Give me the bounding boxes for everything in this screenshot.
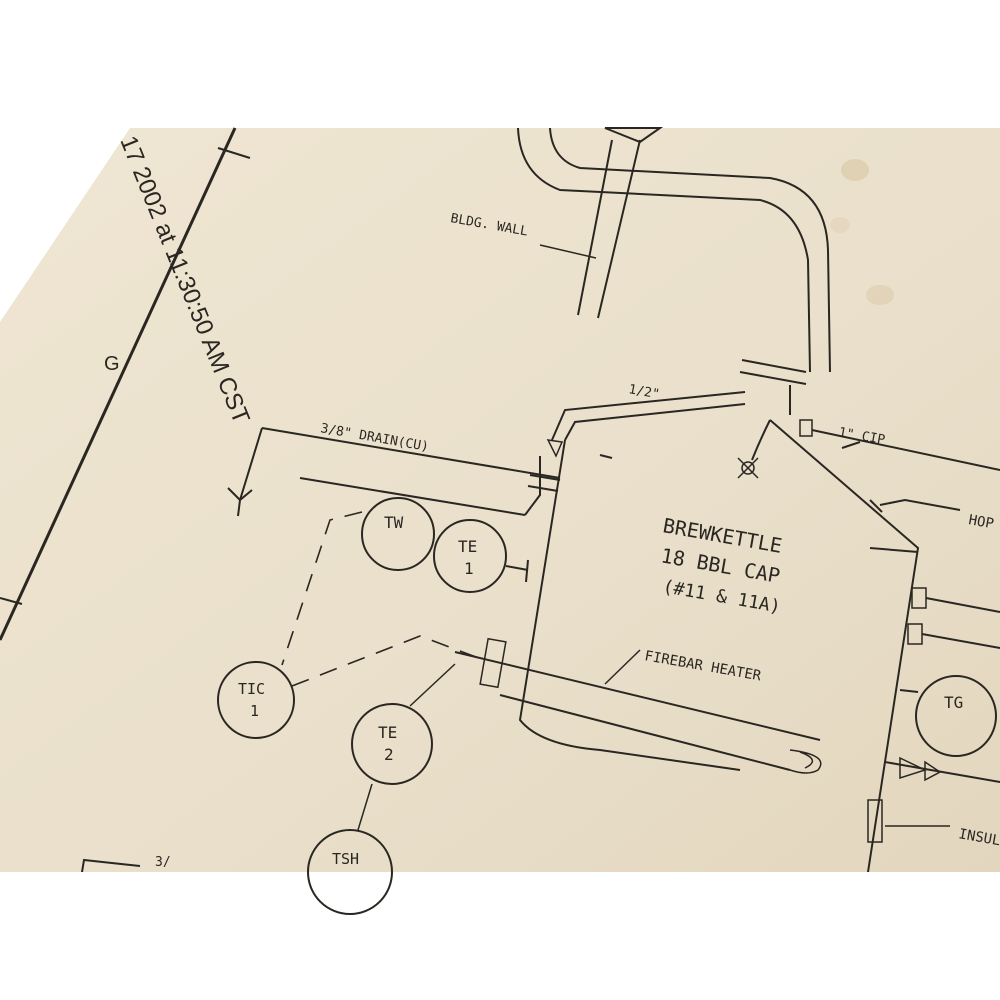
border-tick — [0, 597, 23, 605]
partial-box — [81, 858, 141, 873]
te2-leader — [409, 663, 456, 707]
valve-line — [884, 761, 1000, 783]
vent-symbol — [741, 461, 755, 475]
heater-coil — [789, 749, 822, 774]
border-line — [0, 127, 237, 641]
cip-pipe — [811, 429, 1000, 471]
zone-letter: G — [104, 353, 120, 375]
pipe-top-outer — [517, 127, 811, 373]
valve-pair — [899, 756, 942, 782]
side-pipe — [925, 597, 1000, 613]
drain-flange — [527, 485, 559, 492]
te2-tsh-leader — [357, 783, 373, 831]
flange — [741, 359, 807, 373]
kettle-rim — [869, 547, 919, 553]
te1-connector — [505, 565, 529, 571]
border-tick — [217, 147, 251, 159]
wall-pipe — [577, 139, 641, 319]
insul-fitting — [867, 799, 883, 843]
hop-line — [869, 498, 961, 513]
instrument-te1: TE 1 — [433, 519, 507, 593]
hopper-shape — [604, 127, 664, 144]
signal-line-tw-tic — [281, 511, 363, 666]
signal-line-tic-heater — [291, 635, 485, 687]
heater-flange — [479, 637, 507, 689]
vent-cross — [737, 457, 759, 479]
instrument-tag: TE — [458, 537, 477, 556]
instrument-tg: TG — [915, 675, 997, 757]
instrument-tsh: TSH — [307, 829, 393, 915]
instrument-tag: TW — [384, 513, 404, 532]
instrument-tag: TG — [944, 693, 963, 712]
instrument-tic1: TIC 1 — [217, 661, 295, 739]
flange — [739, 371, 807, 385]
instrument-tw: TW — [361, 497, 435, 571]
instrument-te2: TE 2 — [351, 703, 433, 785]
te1-connector — [525, 559, 529, 583]
firebar-heater — [454, 651, 821, 771]
instrument-num: 1 — [464, 559, 474, 578]
half-inch-pipe — [551, 391, 746, 441]
instrument-tag: TE — [378, 723, 397, 742]
insul-label: INSUL — [957, 826, 1000, 849]
drain-arrow — [227, 487, 253, 517]
stain — [830, 217, 850, 233]
bldg-wall-arrow — [539, 244, 597, 259]
firebar-leader — [604, 649, 641, 685]
valve-symbol — [546, 439, 564, 458]
drain-flange — [529, 474, 561, 481]
brewkettle-body — [518, 419, 920, 873]
instrument-num: 2 — [384, 745, 394, 764]
hop-label: HOP — [967, 512, 995, 532]
half-inch-label: 1/2" — [627, 382, 660, 402]
instrument-num: 1 — [250, 702, 259, 720]
paper-sheet — [0, 128, 1000, 872]
cip-fitting — [799, 419, 813, 437]
stain — [841, 159, 869, 181]
drain-pipe — [239, 427, 561, 516]
partial-dim-label: 3/ — [155, 855, 171, 870]
tg-leader — [899, 689, 919, 693]
stain — [866, 285, 894, 305]
instrument-tag: TSH — [332, 850, 359, 868]
pipe-top-inner — [549, 127, 831, 373]
instrument-tag: TIC — [238, 680, 265, 698]
vent-branch — [751, 419, 771, 461]
side-pipe — [921, 633, 1000, 649]
